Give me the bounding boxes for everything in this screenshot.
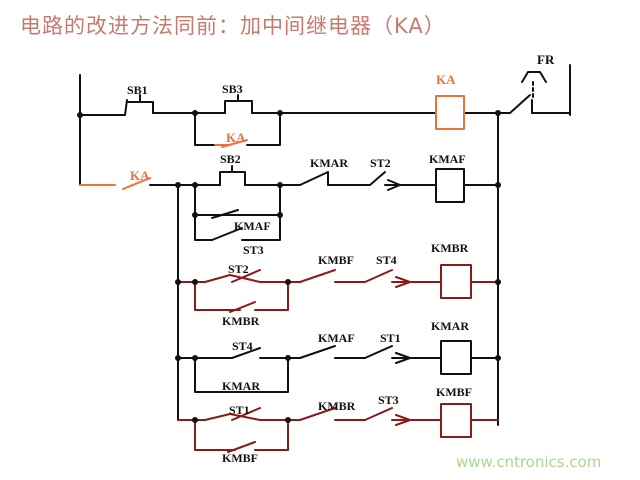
kmbr-r5-contact [299,407,336,421]
kmar-coil [440,340,472,375]
kmbf-coil-label: KMBF [436,385,472,399]
kmbr-coil-label: KMBR [431,241,469,255]
st1-r4-contact [364,345,411,364]
st4-r3-label: ST4 [376,253,397,267]
st2-r3-contact [204,269,261,283]
st2-r2-contact [364,171,401,191]
rung-1 [79,71,571,148]
ka-seal-contact [214,139,248,148]
kmbf-r3-contact [299,269,336,283]
kmar-r2-contact [299,171,329,186]
kmaf-coil [435,168,465,203]
kmar-aux-label: KMAR [222,379,260,393]
kmbr-aux-branch [194,281,289,313]
kmbf-aux-branch [194,419,289,453]
sb1-pushbutton [124,94,154,116]
kmar-r2-label: KMAR [310,156,348,170]
ka-main-label: KA [130,168,150,183]
ka-coil [435,95,465,130]
kmbr-aux-label: KMBR [222,314,260,328]
kmbr-r5-label: KMBR [318,399,356,413]
st1-r5-contact [204,407,261,421]
kmbf-aux-label: KMBF [222,451,258,465]
junction-dots [77,110,501,423]
st3-r5-label: ST3 [378,393,399,407]
st1-r4-label: ST1 [380,331,401,345]
rung-3 [177,264,499,313]
ka-main-contact-wire [79,177,151,190]
st4-r4-contact [204,347,261,359]
st3-r5-contact [364,407,411,426]
sb1-label: SB1 [127,83,148,97]
kmar-coil-label: KMAR [431,319,469,333]
diagram-title: 电路的改进方法同前：加中间继电器（KA） [20,14,446,38]
ka-seal-label: KA [226,130,246,145]
sb3-label: SB3 [222,82,243,96]
sb2-label: SB2 [220,152,241,166]
sb3-pushbutton [224,94,253,114]
ka-coil-label: KA [436,72,456,87]
sb2-pushbutton [219,165,246,186]
st3-r2-contact [211,227,243,241]
st4-r3-contact [364,269,411,288]
st3-r2-label: ST3 [243,243,264,257]
kmaf-r4-label: KMAF [318,331,355,345]
kmbf-r3-label: KMBF [318,253,354,267]
kmaf-r4-contact [299,345,336,359]
st4-r4-label: ST4 [232,339,253,353]
st1-r5-label: ST1 [229,403,250,417]
fr-label: FR [537,52,555,67]
watermark: www.cntronics.com [456,453,602,471]
kmar-aux-branch [194,357,289,393]
st2-r3-label: ST2 [228,262,249,276]
kmaf-aux-label: KMAF [234,219,271,233]
st2-r2-label: ST2 [370,156,391,170]
kmaf-aux-contact [211,209,239,219]
kmbr-coil [440,264,472,299]
kmaf-coil-label: KMAF [429,152,466,166]
ka-seal-branch [194,112,281,146]
fr-overload-contact [509,71,547,114]
kmbf-coil [440,403,472,438]
